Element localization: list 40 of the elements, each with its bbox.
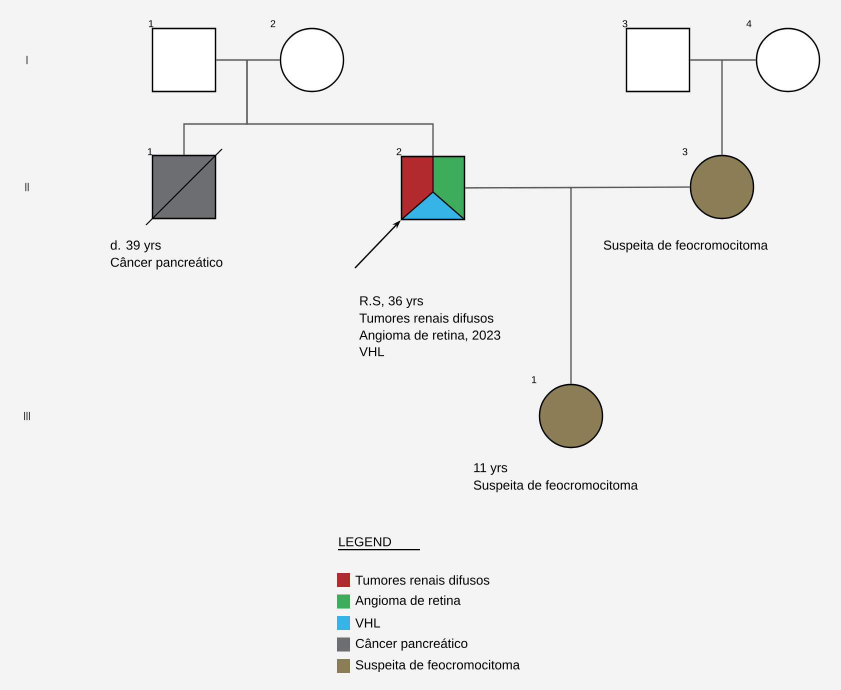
annotation: Suspeita de feocromocitoma [474,480,638,492]
individual-number: 4 [746,20,752,28]
legend-text: Câncer pancreático [356,638,468,651]
male-square [152,28,216,92]
individual-number: 1 [532,376,536,384]
female-circle [280,28,344,92]
annotation: Tumores renais difusos [360,313,494,323]
marriage-line [465,186,690,189]
descent-line [570,187,572,384]
legend-title: LEGEND [339,537,392,546]
affected-male-square [400,156,466,220]
legend-text: Suspeita de feocromocitoma [356,660,520,672]
annotation: 11 yrs [474,463,508,475]
male-square [626,28,690,92]
annotation: d. 39 yrs [110,240,161,252]
legend-text: Tumores renais difusos [356,575,490,585]
annotation: R.S, 36 yrs [360,296,424,308]
female-circle [756,28,820,92]
generation-label: I [26,56,28,64]
female-circle [690,154,754,220]
legend-text: VHL [355,618,380,628]
individual-number: 3 [682,148,688,156]
marriage-line [690,59,756,61]
annotation: Suspeita de feocromocitoma [604,240,768,252]
individual-number: 2 [270,20,276,28]
annotation: VHL [359,347,384,356]
generation-label: III [24,412,30,420]
marriage-line [216,59,280,61]
individual-number: 3 [622,20,628,28]
deceased-male-square [146,148,222,226]
annotation: Câncer pancreático [110,257,222,270]
descent-line [721,60,723,155]
female-circle [538,384,604,448]
annotation: Angioma de retina, 2023 [359,330,500,342]
individual-number: 1 [148,20,154,28]
legend-text: Angioma de retina [355,595,461,608]
generation-label: II [25,182,29,192]
individual-number: 1 [148,148,152,156]
individual-number: 2 [396,148,402,156]
descent-line [246,60,434,156]
